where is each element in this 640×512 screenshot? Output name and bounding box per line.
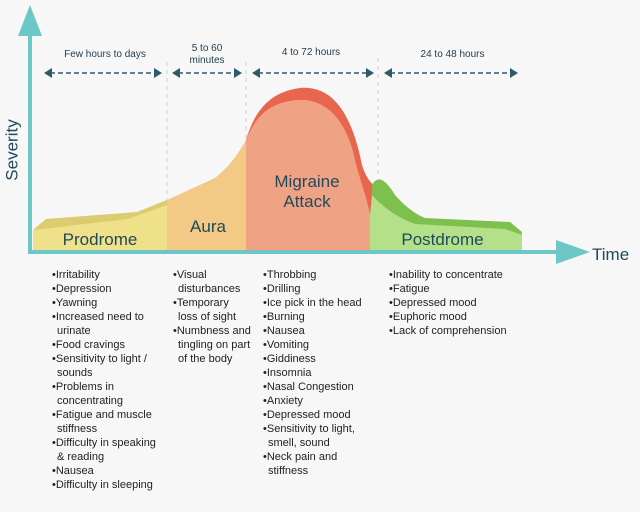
symptom: Anxiety xyxy=(263,394,375,408)
y-axis-label: Severity xyxy=(2,119,22,181)
symptom: Increased need to urinate xyxy=(52,310,160,338)
phase-label-prodrome: Prodrome xyxy=(62,230,138,249)
symptom: Problems in concentrating xyxy=(52,380,160,408)
symptom: Difficulty in sleeping xyxy=(52,478,160,492)
x-axis-arrow-icon xyxy=(556,240,590,264)
symptoms-postdrome: Inability to concentrate Fatigue Depress… xyxy=(389,268,529,338)
symptoms-aura: Visual disturbances Temporary loss of si… xyxy=(173,268,251,366)
symptom: Fatigue and muscle stiffness xyxy=(52,408,160,436)
symptom: Neck pain and stiffness xyxy=(263,450,375,478)
duration-aura: 5 to 60 minutes xyxy=(189,43,225,66)
aura-area xyxy=(167,140,246,250)
symptoms-prodrome: Irritability Depression Yawning Increase… xyxy=(52,268,160,492)
symptom: Difficulty in speaking & reading xyxy=(52,436,160,464)
symptoms-attack: Throbbing Drilling Ice pick in the head … xyxy=(263,268,375,478)
prodrome-top xyxy=(33,200,167,230)
duration-attack: 4 to 72 hours xyxy=(281,47,341,58)
symptom: Visual disturbances xyxy=(173,268,251,296)
symptom: Burning xyxy=(263,310,375,324)
duration-postdrome: 24 to 48 hours xyxy=(420,49,485,60)
symptom: Nasal Congestion xyxy=(263,380,375,394)
symptom: Vomiting xyxy=(263,338,375,352)
symptom: Irritability xyxy=(52,268,160,282)
symptom: Sensitivity to light / sounds xyxy=(52,352,160,380)
symptom: Depressed mood xyxy=(263,408,375,422)
symptom: Drilling xyxy=(263,282,375,296)
symptom: Depression xyxy=(52,282,160,296)
symptom: Giddiness xyxy=(263,352,375,366)
symptom: Inability to concentrate xyxy=(389,268,529,282)
postdrome-area xyxy=(370,195,522,250)
symptom: Insomnia xyxy=(263,366,375,380)
x-axis-label: Time xyxy=(592,245,630,264)
symptom: Nausea xyxy=(263,324,375,338)
symptom: Sensitivity to light, smell, sound xyxy=(263,422,375,450)
phase-label-postdrome: Postdrome xyxy=(401,230,484,249)
symptom: Nausea xyxy=(52,464,160,478)
symptom: Numbness and tingling on part of the bod… xyxy=(173,324,251,366)
symptom: Ice pick in the head xyxy=(263,296,375,310)
y-axis-arrow-icon xyxy=(18,5,42,36)
symptom: Euphoric mood xyxy=(389,310,529,324)
symptom: Temporary loss of sight xyxy=(173,296,251,324)
symptom: Yawning xyxy=(52,296,160,310)
symptom: Throbbing xyxy=(263,268,375,282)
symptom: Lack of comprehension xyxy=(389,324,529,338)
duration-prodrome: Few hours to days xyxy=(64,49,146,60)
phase-label-attack: Migraine Attack xyxy=(274,172,340,211)
phase-label-aura: Aura xyxy=(190,217,226,236)
symptom: Depressed mood xyxy=(389,296,529,310)
arrowheads xyxy=(44,68,518,78)
attack-area xyxy=(246,99,370,250)
symptom: Food cravings xyxy=(52,338,160,352)
symptom: Fatigue xyxy=(389,282,529,296)
